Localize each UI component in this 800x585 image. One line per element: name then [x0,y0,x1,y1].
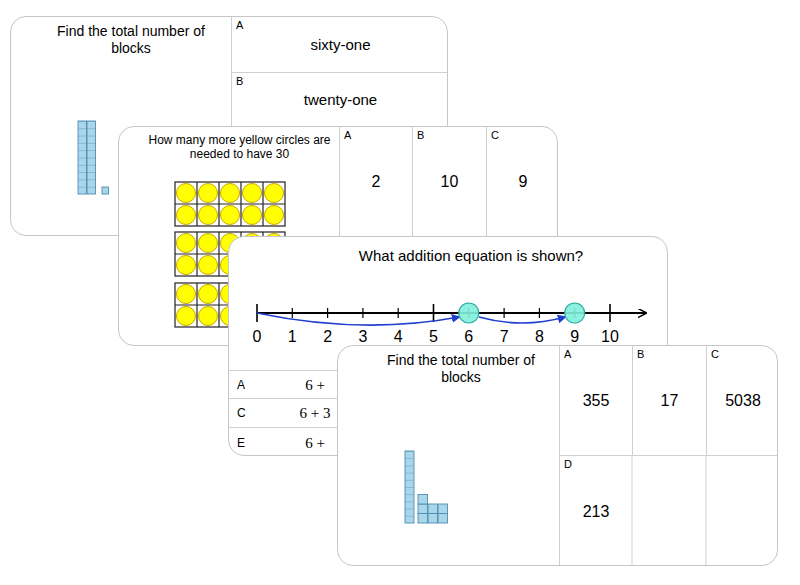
option-letter: B [637,348,644,361]
option-value: 355 [560,391,632,410]
answer-cell: Asixty-one [231,17,448,73]
option-letter: C [711,348,719,361]
jump-arc [479,317,565,323]
option-letter: A [236,19,243,32]
ten-rod [405,451,414,523]
question-text: What addition equation is shown? [269,247,668,265]
option-value: 10 [413,172,486,191]
option-letter: A [237,377,245,391]
answer-cell: A2 [339,127,412,237]
major-ticks [257,304,610,322]
ten-rod [78,121,87,194]
rod-cubes [87,121,96,194]
question-card: Find the total number of blocks A 355 B 17 C 5… [337,345,778,566]
answer-cell: C9 [486,127,558,237]
unit-cube [102,187,109,194]
ten-frame [175,182,285,226]
number-label: 10 [601,328,619,346]
base-ten-blocks [338,346,778,566]
rod-cubes [78,121,87,194]
number-label: 2 [323,328,332,346]
number-label: 1 [288,328,297,346]
answer-cell: Btwenty-one [231,73,448,127]
option-letter: A [564,348,571,361]
number-axis [257,312,646,314]
option-value: 2 [340,172,412,191]
number-label: 6 [464,328,473,346]
option-letter: B [236,75,243,88]
landing-dot [565,303,585,323]
option-value: 9 [487,172,558,191]
option-value: 5038 [707,391,778,410]
question-text: How many more yellow circles are needed … [137,133,342,162]
option-letter: D [564,458,572,471]
unit-cubes [418,495,448,524]
number-label: 5 [429,328,438,346]
number-label: 8 [535,328,544,346]
number-label: 0 [253,328,262,346]
option-value: sixty-one [232,36,448,54]
answer-cell: C 5038 [706,346,778,456]
option-letter: C [237,406,246,420]
option-value: twenty-one [232,91,448,109]
ten-rod [87,121,96,194]
answer-cell: D 213 [559,456,632,566]
jump-arc [257,313,459,325]
number-label: 9 [570,328,579,346]
question-text: Find the total number of blocks [371,352,551,386]
number-label: 4 [394,328,403,346]
landing-dot [459,303,479,323]
number-label: 3 [358,328,367,346]
question-text: Find the total number of blocks [41,23,221,57]
option-letter: B [417,129,424,142]
option-value: 17 [633,391,706,410]
number-label: 7 [500,328,509,346]
option-value: 213 [560,502,632,521]
option-letter: E [237,435,245,449]
answer-cell: B 17 [632,346,706,456]
rod-cubes [405,451,414,523]
option-letter: A [344,129,351,142]
answer-cell: B 10 [412,127,486,237]
empty-cell-lines [632,456,706,566]
option-letter: C [491,129,499,142]
answer-cell: A 355 [559,346,632,456]
